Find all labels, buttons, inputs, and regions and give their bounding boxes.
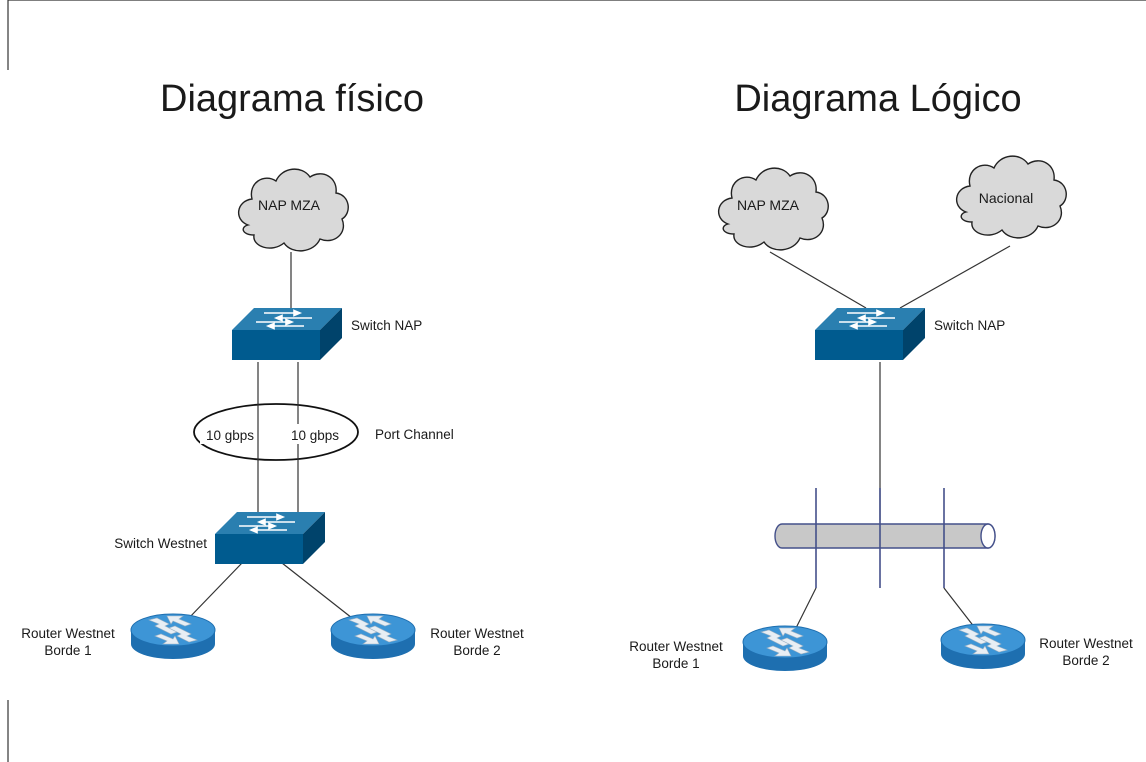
switch-westnet-icon[interactable] <box>214 511 326 565</box>
logical-cloud1-label: NAP MZA <box>737 197 800 213</box>
switch-nap-icon[interactable] <box>814 307 926 361</box>
port-channel-ellipse <box>193 403 359 461</box>
logical-router2-label-line2: Borde 2 <box>1062 653 1109 668</box>
switch-router1-link <box>186 562 243 621</box>
switch-nap-icon[interactable] <box>231 307 343 361</box>
physical-router1-label-line1: Router Westnet <box>21 626 115 641</box>
switch-westnet-label: Switch Westnet <box>114 536 207 551</box>
logical-switch-nap-label: Switch NAP <box>934 318 1005 333</box>
nap-switch-link <box>769 251 867 309</box>
logical-title: Diagrama Lógico <box>734 78 1021 120</box>
physical-cloud-label: NAP MZA <box>258 197 321 213</box>
physical-router2-label-line2: Borde 2 <box>453 643 500 658</box>
bus-icon[interactable] <box>774 523 996 549</box>
router-borde-1-icon[interactable] <box>130 613 216 660</box>
bus-router2-link <box>943 587 976 629</box>
router-borde-1-icon[interactable] <box>742 625 828 672</box>
router-borde-2-icon[interactable] <box>330 613 416 660</box>
physical-switch-nap-label: Switch NAP <box>351 318 422 333</box>
nacional-switch-link <box>899 245 1011 309</box>
logical-router1-label-line2: Borde 1 <box>652 656 699 671</box>
bus-router1-link <box>793 587 817 633</box>
physical-router2-label-line1: Router Westnet <box>430 626 524 641</box>
physical-router1-label-line2: Borde 1 <box>44 643 91 658</box>
link-a-speed: 10 gbps <box>206 428 254 443</box>
logical-cloud2-label: Nacional <box>979 190 1033 206</box>
link-b-speed: 10 gbps <box>291 428 339 443</box>
logical-router2-label-line1: Router Westnet <box>1039 636 1133 651</box>
physical-title: Diagrama físico <box>160 78 424 120</box>
logical-router1-label-line1: Router Westnet <box>629 639 723 654</box>
switch-router2-link <box>281 562 353 619</box>
router-borde-2-icon[interactable] <box>940 623 1026 670</box>
port-channel-label: Port Channel <box>375 427 454 442</box>
